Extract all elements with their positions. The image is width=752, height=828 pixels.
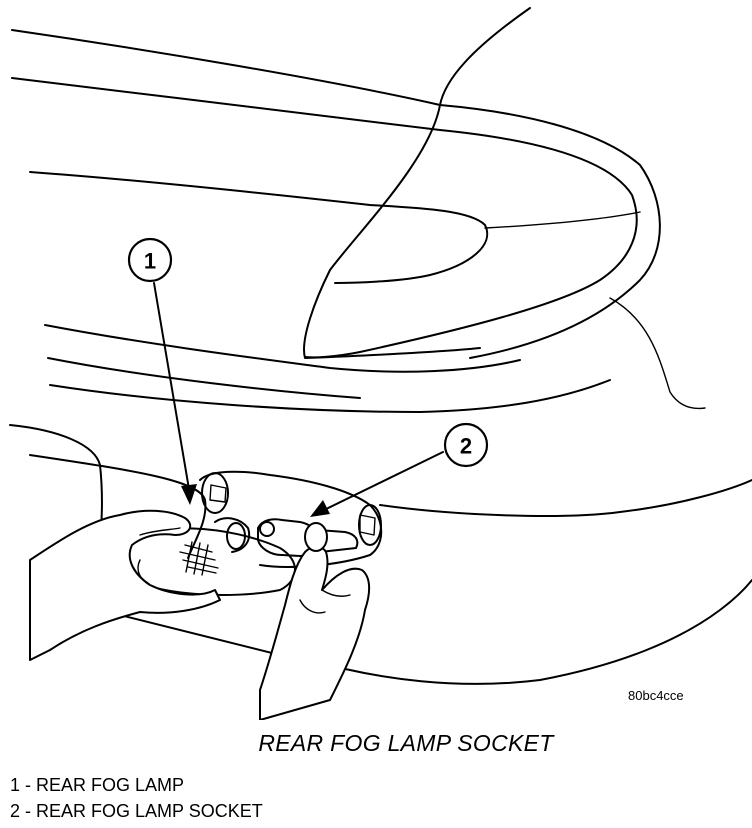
rear-fog-lamp-illustration: 1 2 80bc4cce bbox=[9, 7, 752, 720]
callout-1-circle bbox=[127, 237, 173, 283]
figure-legend: 1 - REAR FOG LAMP 2 - REAR FOG LAMP SOCK… bbox=[10, 772, 263, 824]
vehicle-body-outline bbox=[9, 7, 752, 691]
callout-2: 2 bbox=[310, 422, 489, 517]
fog-lamp-housing bbox=[199, 470, 383, 568]
figure-caption: REAR FOG LAMP SOCKET bbox=[258, 730, 554, 756]
callout-1-number: 1 bbox=[144, 249, 156, 274]
callout-1-arrowhead bbox=[181, 484, 197, 505]
legend-item-1: 1 - REAR FOG LAMP bbox=[10, 775, 185, 795]
callout-2-circle bbox=[443, 422, 489, 468]
right-hand bbox=[259, 522, 371, 720]
legend-item-2: 2 - REAR FOG LAMP SOCKET bbox=[10, 801, 263, 821]
callout-2-number: 2 bbox=[460, 434, 472, 459]
left-hand bbox=[29, 509, 221, 661]
callout-1: 1 bbox=[127, 237, 197, 505]
figure-reference-code: 80bc4cce bbox=[628, 688, 684, 703]
callout-2-arrowhead bbox=[310, 500, 330, 517]
